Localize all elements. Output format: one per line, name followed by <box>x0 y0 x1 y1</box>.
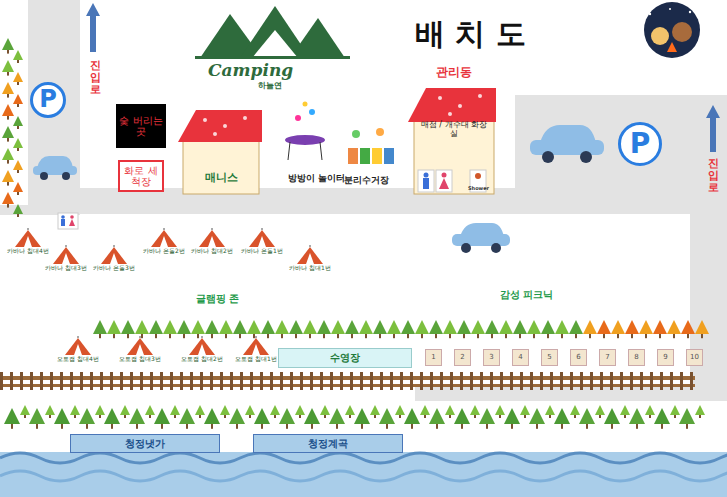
tree-row <box>2 38 709 429</box>
tent-site: 오토캠 침대3번 <box>117 336 163 380</box>
node-text: 오토캠 침대1번 <box>235 356 277 363</box>
tent-icon <box>247 228 277 248</box>
node-text: 청정계곡 <box>308 438 348 450</box>
tent-icon <box>63 336 93 356</box>
picnic-number: 10 <box>686 349 703 366</box>
node-text: P <box>39 86 57 114</box>
tent-icon <box>125 336 155 356</box>
tent-site: 카바나 침대1번 <box>287 245 333 289</box>
node-text: 매점 / 개수대 화장실 <box>417 120 491 138</box>
tent-icon <box>99 245 129 265</box>
node-text: 카바나 침대1번 <box>289 265 331 272</box>
node-text: 매니스 <box>205 172 238 185</box>
tent-site: 카바나 침대4번 <box>5 228 51 272</box>
picnic-number: 9 <box>657 349 674 366</box>
tent-icon <box>295 245 325 265</box>
picnic-number: 8 <box>628 349 645 366</box>
road-label: 진입로 <box>708 158 719 194</box>
node-text: 수영장 <box>330 352 360 364</box>
zone-label: 글램핑 존 <box>196 292 239 306</box>
road <box>0 0 727 401</box>
fence <box>0 372 695 390</box>
node-text: 카바나 온돌2번 <box>143 248 185 255</box>
node-text: 카바나 온돌1번 <box>241 248 283 255</box>
picnic-number: 2 <box>454 349 471 366</box>
camping-logo <box>195 6 350 59</box>
road-label: 진입로 <box>90 60 101 96</box>
tent-icon <box>13 228 43 248</box>
tent-icon <box>187 336 217 356</box>
parking-sign: P <box>30 82 66 118</box>
map-title: 배 치 도 <box>415 14 526 55</box>
node-text: 카바나 침대4번 <box>7 248 49 255</box>
node-text: 6 <box>576 353 580 361</box>
node-text: 2 <box>460 353 464 361</box>
shower-label: Shower <box>468 185 489 191</box>
node-text: 8 <box>634 353 638 361</box>
tent-site: 카바나 침대2번 <box>189 228 235 272</box>
node-text: 4 <box>518 353 522 361</box>
trampoline-playground <box>285 102 325 161</box>
tent-site: 오토캠 침대1번 <box>233 336 279 380</box>
place-label: 분리수거장 <box>344 174 389 187</box>
node-text: 5 <box>547 353 551 361</box>
zone-label: 감성 피크닉 <box>500 288 553 302</box>
night-badge <box>644 2 700 58</box>
node-text: 카바나 침대2번 <box>191 248 233 255</box>
node-text: 청정냇가 <box>125 438 165 450</box>
picnic-number: 3 <box>483 349 500 366</box>
logo-text: Camping <box>208 60 293 80</box>
building <box>178 88 496 194</box>
tent-site: 오토캠 침대4번 <box>55 336 101 380</box>
tent-site: 카바나 침대3번 <box>43 245 89 289</box>
picnic-number: 6 <box>570 349 587 366</box>
node-text: 7 <box>605 353 609 361</box>
node-text: 오토캠 침대2번 <box>181 356 223 363</box>
roof-dots <box>203 94 482 136</box>
valley-box: 청정계곡 <box>253 434 403 453</box>
node-text: 10 <box>690 353 699 361</box>
tent-icon <box>149 228 179 248</box>
office-building: 관리동매점 / 개수대 화장실 <box>406 66 502 170</box>
building-heading: 관리동 <box>436 66 472 80</box>
node-text: 카바나 침대3번 <box>45 265 87 272</box>
node-text: 화로 세척장 <box>120 165 162 188</box>
picnic-number: 7 <box>599 349 616 366</box>
picnic-number: 4 <box>512 349 529 366</box>
pool-box: 수영장 <box>278 348 412 368</box>
tent-site: 카바나 온돌1번 <box>239 228 285 272</box>
tent-site: 카바나 온돌3번 <box>91 245 137 289</box>
node-text: 오토캠 침대3번 <box>119 356 161 363</box>
logo-subtext: 하늘연 <box>258 80 282 91</box>
tent-icon <box>241 336 271 356</box>
stream-box: 청정냇가 <box>70 434 220 453</box>
place-label: 방방이 놀이터 <box>288 172 345 185</box>
recycling-bins <box>348 128 394 164</box>
picnic-number: 1 <box>425 349 442 366</box>
node-text: 1 <box>431 353 435 361</box>
washing-box: 화로 세척장 <box>118 160 164 192</box>
tent-icon <box>51 245 81 265</box>
node-text: 3 <box>489 353 493 361</box>
river <box>0 452 727 497</box>
disposal-box: 숯 버리는 곳 <box>116 104 166 148</box>
node-text: 숯 버리는 곳 <box>116 115 166 138</box>
node-text: 카바나 온돌3번 <box>93 265 135 272</box>
node-text: 오토캠 침대4번 <box>57 356 99 363</box>
tent-icon <box>197 228 227 248</box>
node-text: 9 <box>663 353 667 361</box>
tent-site: 카바나 온돌2번 <box>141 228 187 272</box>
tent-site: 오토캠 침대2번 <box>179 336 225 380</box>
picnic-number: 5 <box>541 349 558 366</box>
parking-sign: P <box>618 122 662 166</box>
building-label: 매니스 <box>183 164 259 192</box>
node-text: P <box>630 128 651 160</box>
